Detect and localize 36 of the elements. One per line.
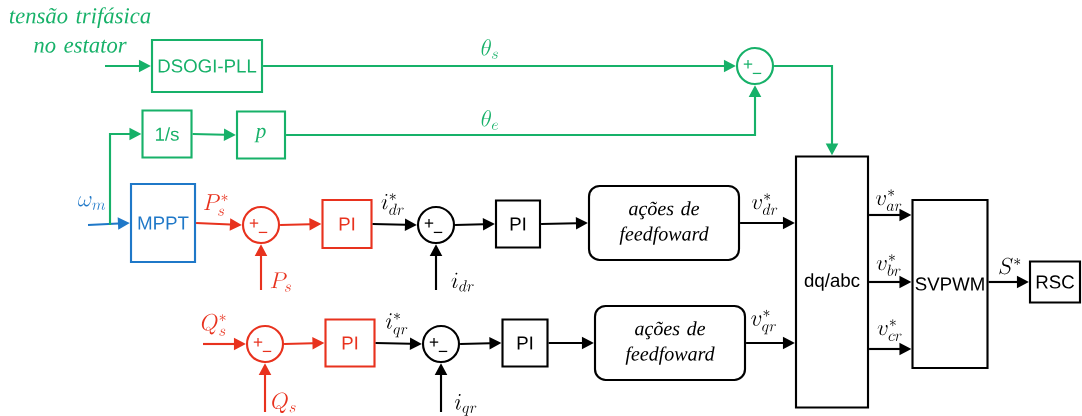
- edge-label: $\theta_e$: [481, 110, 498, 130]
- block-box: 1/s: [141, 109, 193, 159]
- edge-label: $i_{dr}^*$: [381, 193, 404, 215]
- block-box: p: [235, 110, 287, 160]
- summing-junction: + −: [245, 324, 285, 364]
- summing-junction: + −: [421, 324, 461, 364]
- rounded-block: ações de feedfoward: [587, 184, 741, 262]
- block-box: PI: [494, 199, 542, 249]
- edge-label: $P_s$: [270, 272, 291, 292]
- edge-label: $i_{qr}^*$: [385, 312, 408, 338]
- edge-label: $\omega_m$: [78, 196, 106, 210]
- edge-label: $i_{dr}$: [451, 272, 474, 292]
- block-box: PI: [321, 198, 373, 250]
- edge-label: $P_s^*$: [203, 194, 228, 216]
- block-box: SVPWM: [911, 198, 989, 370]
- edge-label: $v_{ar}^*$: [876, 189, 902, 211]
- edge-label: $Q_s^*$: [201, 313, 226, 336]
- block-box: PI: [501, 318, 549, 368]
- edge-label: $v_{cr}^*$: [877, 319, 902, 341]
- block-box: PI: [324, 318, 376, 368]
- rounded-block: ações de feedfoward: [593, 304, 747, 382]
- edge-label: $S^*$: [999, 257, 1021, 275]
- edge-label: $i_{qr}$: [454, 394, 477, 416]
- summing-junction: + −: [241, 205, 281, 245]
- edge-label: $Q_s$: [272, 392, 296, 414]
- edge-label: $v_{br}^*$: [876, 254, 901, 276]
- edge-label: $\theta_s$: [481, 39, 498, 59]
- summing-junction: + −: [416, 205, 456, 245]
- block-box: DSOGI-PLL: [150, 38, 264, 94]
- edge-label: $v_{dr}^*$: [752, 193, 778, 215]
- block-box: MPPT: [129, 182, 197, 264]
- block-box: RSC: [1028, 260, 1082, 304]
- edge-label: tensão trifásica no estator: [9, 7, 151, 53]
- summing-junction: + −: [735, 46, 775, 86]
- edge-label: $v_{qr}^*$: [751, 309, 776, 335]
- block-box: dq/abc: [794, 155, 870, 409]
